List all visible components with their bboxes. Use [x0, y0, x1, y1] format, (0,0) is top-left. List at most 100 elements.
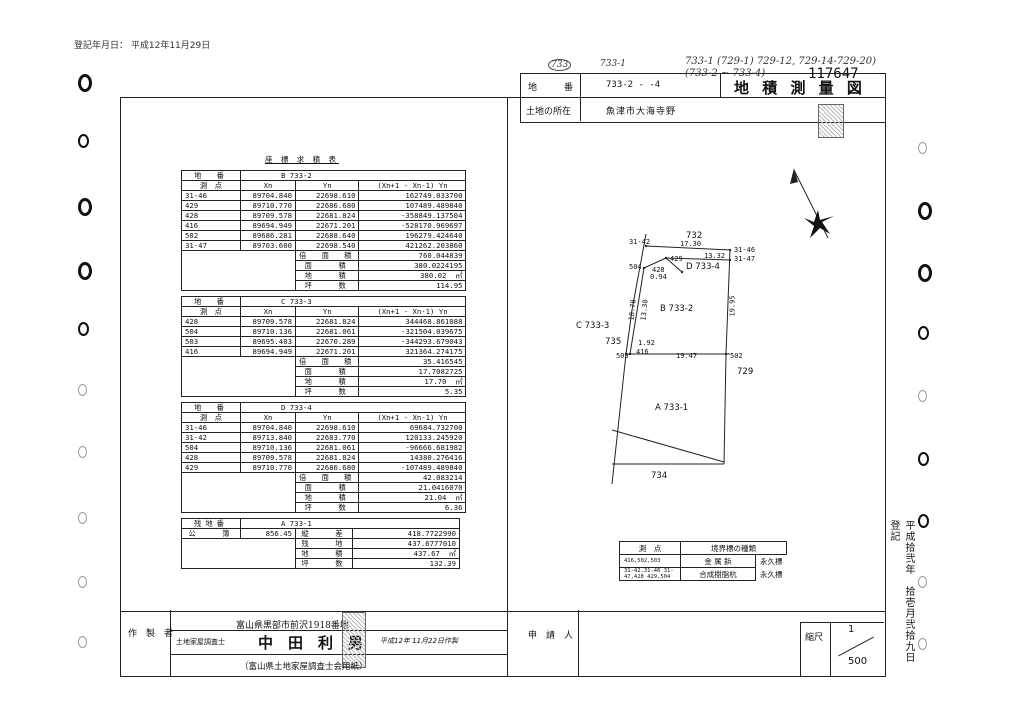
divider: [720, 73, 721, 97]
boundary-line: [611, 233, 647, 485]
legend-header: 測 点: [619, 541, 681, 555]
binder-hole-icon: [78, 198, 92, 216]
column-header: 測 点: [181, 412, 241, 423]
boundary-line: [665, 257, 683, 273]
binder-hole-icon: [918, 576, 927, 588]
map-distance-label: 19.95: [728, 295, 737, 317]
binder-hole-icon: [78, 512, 87, 524]
scale-numerator: 1: [848, 624, 855, 635]
binder-hole-icon: [78, 74, 92, 92]
map-distance-label: 19.47: [676, 352, 698, 360]
map-point-label: 502: [730, 352, 743, 360]
binder-hole-icon: [78, 262, 92, 280]
handwritten-circle: 733: [548, 59, 572, 71]
column-header: Xn: [240, 412, 296, 423]
table-lot-value: C 733-3: [239, 296, 467, 307]
association-note: （富山県土地家屋調査士会用紙）: [240, 662, 368, 672]
binder-hole-icon: [78, 446, 87, 458]
maker-address: 富山県黒部市前沢1918番地: [236, 621, 349, 631]
divider: [170, 654, 507, 655]
map-point-label: 31-47: [734, 255, 756, 263]
map-point-label: 429: [670, 255, 683, 263]
lot-label: 地 番: [528, 83, 574, 93]
divider: [170, 610, 171, 676]
table-lot-label: 残地番: [181, 518, 241, 529]
map-point-label: 416: [636, 348, 649, 356]
binder-hole-icon: [78, 384, 87, 396]
divider: [830, 622, 831, 676]
map-point-label: 31-46: [734, 246, 756, 254]
divider: [507, 610, 508, 676]
column-header: Yn: [294, 306, 360, 317]
page-title: 地 積 測 量 図: [734, 79, 866, 97]
binder-hole-icon: [918, 390, 927, 402]
boundary-line: [629, 267, 645, 355]
map-lot-label: 735: [605, 337, 622, 347]
map-point-label: 428: [652, 266, 665, 274]
divider: [520, 97, 884, 98]
column-header: Yn: [294, 180, 360, 191]
map-distance-label: 13.32: [704, 252, 726, 260]
surveyor-name: 中 田 利 男: [258, 634, 364, 652]
location-label: 土地の所在: [526, 107, 572, 117]
map-lot-label: 729: [737, 367, 754, 377]
scale-denominator: 500: [848, 656, 868, 667]
divider: [800, 622, 884, 623]
map-distance-label: 1.92: [638, 339, 655, 347]
map-lot-label: D 733-4: [686, 262, 720, 272]
handwritten-note-2: (733-2 ~ 733-4): [685, 68, 766, 79]
map-lot-label: A 733-1: [655, 403, 689, 413]
registration-date: 登記年月日： 平成12年11月29日: [74, 41, 211, 51]
stamp-icon: [818, 104, 844, 138]
map-point-label: 503: [616, 352, 629, 360]
table-lot-value: B 733-2: [239, 170, 467, 181]
column-header: Yn: [294, 412, 360, 423]
map-lot-label: C 733-3: [576, 321, 610, 331]
legend-row: 31-42,31-46 31-47,428 429,504 合成樹脂杭 永久標: [619, 567, 787, 581]
drawing-frame: [120, 97, 886, 612]
scale-label: 縮尺: [805, 633, 824, 643]
table-lot-value: A 733-1: [240, 518, 460, 529]
binder-hole-icon: [78, 322, 89, 336]
document-number: 117647: [808, 66, 859, 82]
table-lot-value: D 733-4: [239, 402, 467, 413]
lot-value: 733-2 - -4: [606, 80, 661, 90]
north-arrow-icon: [790, 168, 834, 239]
footer-frame: [120, 610, 886, 677]
binder-hole-icon: [918, 142, 927, 154]
divider: [578, 610, 579, 676]
binder-hole-icon: [918, 638, 927, 650]
divider: [170, 630, 507, 631]
binder-hole-icon: [918, 264, 932, 282]
column-header: (Xn+1 - Xn-1) Yn: [358, 306, 467, 317]
binder-hole-icon: [78, 636, 87, 648]
table-lot-label: 地 番: [181, 296, 241, 307]
registration-side-text: 平成拾弐年 拾壱月弐拾九日登記: [888, 520, 914, 663]
binder-hole-icon: [918, 514, 929, 528]
column-header: (Xn+1 - Xn-1) Yn: [358, 412, 467, 423]
map-point-label: 504: [629, 263, 642, 271]
table-lot-label: 地 番: [181, 170, 241, 181]
location-value: 魚津市大海寺野: [606, 107, 677, 117]
column-header: 測 点: [181, 180, 241, 191]
title-box: [520, 73, 886, 123]
binder-hole-icon: [78, 134, 89, 148]
map-lot-label: 734: [651, 471, 668, 481]
